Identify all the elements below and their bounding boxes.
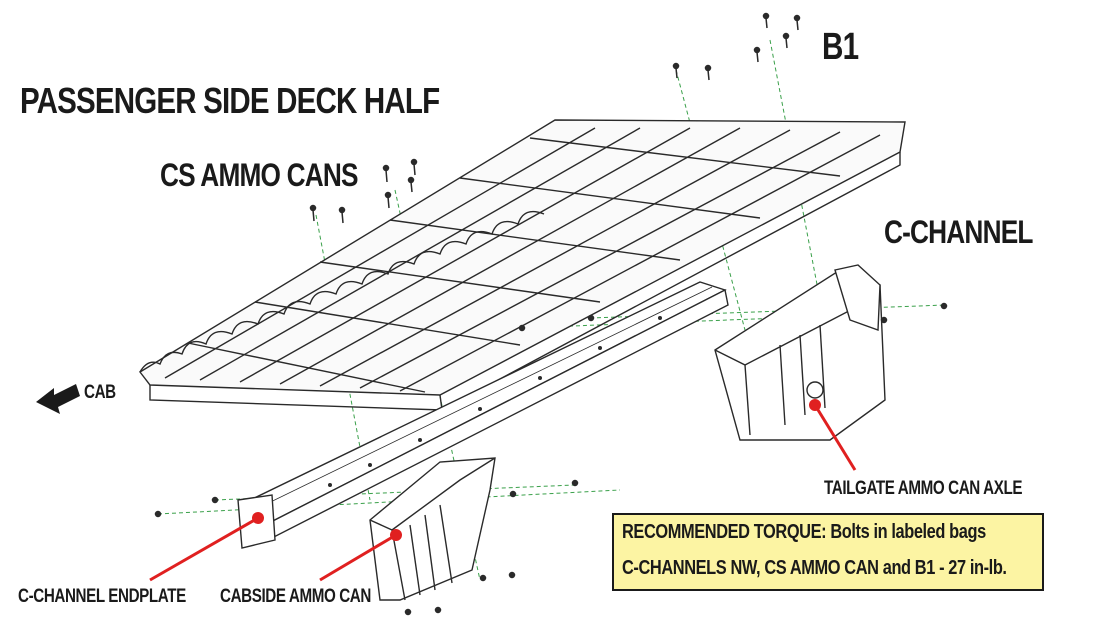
b1-label: B1	[822, 26, 859, 68]
cs-ammo-cans-label: CS AMMO CANS	[160, 157, 358, 193]
callout-lines	[149, 399, 857, 582]
torque-note-line2: C-CHANNELS NW, CS AMMO CAN and B1 - 27 i…	[622, 557, 1007, 579]
bolt	[762, 12, 770, 29]
bolt	[508, 571, 516, 579]
bolt	[309, 204, 317, 222]
bolt	[793, 14, 801, 31]
bolt	[509, 490, 517, 498]
bolt	[571, 479, 579, 487]
bolt	[410, 158, 418, 176]
bolts	[154, 12, 948, 616]
bolt	[154, 510, 162, 518]
cab-arrow-icon	[36, 384, 80, 414]
bolt	[384, 191, 392, 209]
tailgate-ammo-can	[714, 264, 886, 441]
bolt	[479, 574, 487, 582]
torque-line1-text: Bolts in labeled bags	[826, 521, 986, 543]
torque-heading: RECOMMENDED TORQUE:	[622, 521, 827, 543]
cabside-ammo-can	[369, 457, 496, 601]
bolt	[587, 314, 595, 322]
bolt	[753, 46, 761, 63]
torque-note-line1: RECOMMENDED TORQUE: Bolts in labeled bag…	[622, 521, 986, 544]
c-channel-label: C-CHANNEL	[884, 214, 1033, 250]
bolt	[518, 324, 526, 332]
bolt	[338, 206, 346, 224]
bolt	[404, 608, 412, 616]
cabside-ammo-can-label: CABSIDE AMMO CAN	[220, 586, 371, 607]
bolt	[407, 176, 415, 193]
bolt	[672, 62, 680, 79]
tailgate-ammo-can-axle-label: TAILGATE AMMO CAN AXLE	[824, 478, 1023, 499]
bolt	[704, 64, 712, 81]
c-channel-rail	[238, 281, 729, 542]
bolt	[382, 164, 390, 183]
bolt	[434, 606, 442, 614]
c-channel-endplate-label: C-CHANNEL ENDPLATE	[18, 586, 186, 607]
bolt	[211, 496, 219, 504]
torque-note-box: RECOMMENDED TORQUE: Bolts in labeled bag…	[612, 513, 1044, 591]
cab-label: CAB	[84, 382, 116, 403]
bolt	[940, 302, 948, 310]
bolt	[880, 316, 888, 324]
bolt	[782, 32, 790, 49]
deck-panel	[138, 119, 906, 411]
diagram-title: PASSENGER SIDE DECK HALF	[20, 80, 440, 121]
